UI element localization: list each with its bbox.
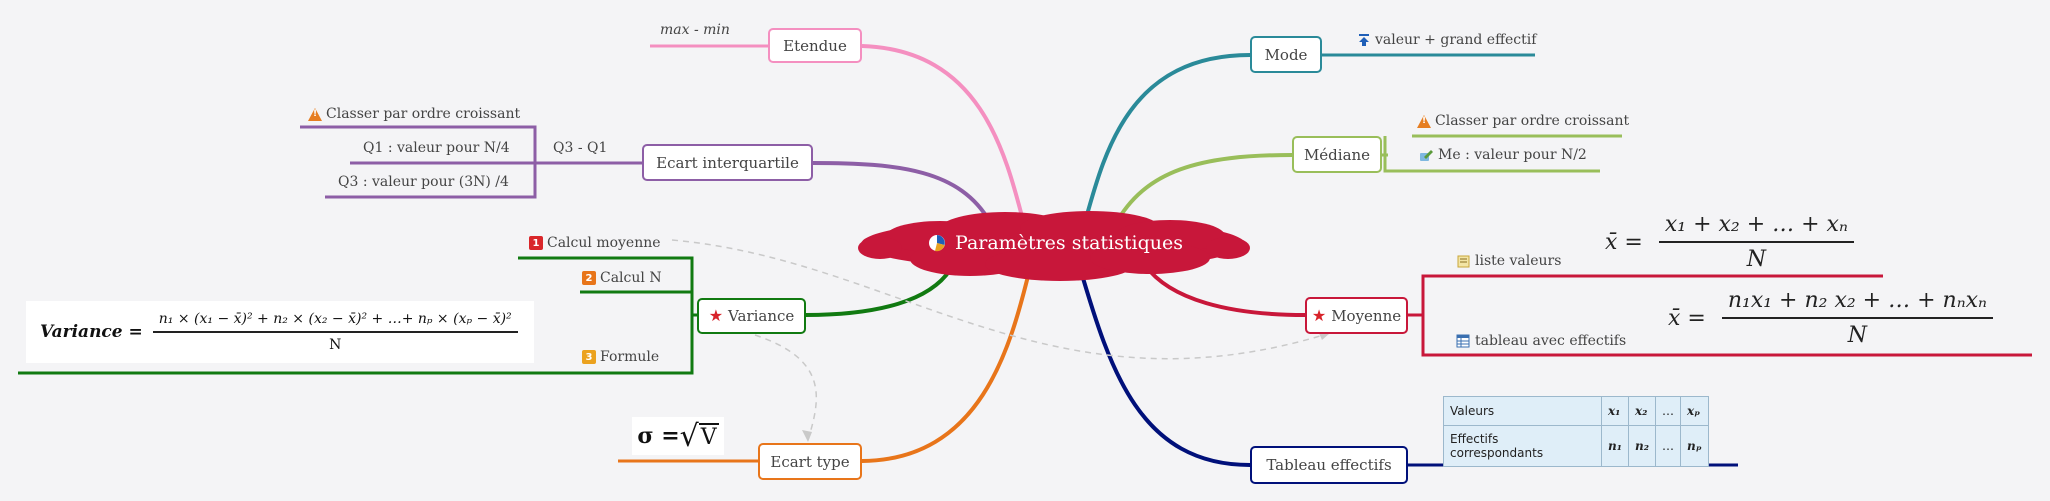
node-variance[interactable]: ★ Variance (697, 298, 806, 334)
arrow-up-top-icon (1359, 34, 1369, 46)
branch-tableau (1078, 267, 1251, 467)
variance-step-1-text: Calcul moyenne (547, 235, 661, 251)
node-mediane-label: Médiane (1303, 145, 1371, 164)
bracket-mediane (1383, 136, 1600, 173)
moyenne-formula-2: x̄ = n₁x₁ + n₂ x₂ + … + nₙxₙ N (1668, 288, 1993, 348)
variance-formula-numerator: n₁ × (x₁ − x̄)² + n₂ × (x₂ − x̄)² + …+ n… (152, 311, 518, 333)
etendue-formula: max - min (660, 22, 730, 38)
ecart-iq-hint: Classer par ordre croissant (308, 106, 520, 122)
node-tableau-effectifs[interactable]: Tableau effectifs (1250, 446, 1408, 484)
ecart-type-formula-radicand: V (698, 422, 719, 450)
table-cell: Valeurs (1443, 396, 1602, 426)
warning-icon (1417, 114, 1431, 128)
effectifs-table: Valeurs x₁ x₂ … xₚ Effectifs corresponda… (1443, 396, 1709, 467)
mode-text: valeur + grand effectif (1357, 32, 1536, 48)
branch-moyenne (1143, 263, 1306, 317)
mediane-me: Me : valeur pour N/2 (1418, 147, 1587, 163)
pencil-edit-icon (1420, 150, 1433, 161)
ecart-iq-hint-text: Classer par ordre croissant (326, 106, 521, 122)
moyenne-formula-2-lhs: x̄ = (1668, 305, 1706, 331)
relation-variance-to-ecart-type (754, 334, 817, 441)
star-icon: ★ (1311, 305, 1327, 325)
node-ecart-type-label: Ecart type (770, 452, 850, 471)
variance-formula-denominator: N (329, 337, 342, 353)
moyenne-formula-2-fraction: n₁x₁ + n₂ x₂ + … + nₙxₙ N (1721, 288, 1993, 348)
moyenne-formula-2-denominator: N (1847, 323, 1868, 348)
moyenne-liste-text: liste valeurs (1475, 253, 1562, 269)
branch-etendue (861, 44, 1027, 229)
number-3-icon: 3 (582, 350, 596, 364)
number-1-icon: 1 (529, 236, 543, 250)
table-cell: x₂ (1627, 396, 1656, 426)
moyenne-formula-2-numerator: n₁x₁ + n₂ x₂ + … + nₙxₙ (1721, 288, 1993, 319)
branch-ecart-interquartile (812, 161, 992, 224)
sqrt-symbol: √ (679, 418, 699, 454)
node-ecart-interquartile[interactable]: Ecart interquartile (642, 144, 813, 181)
table-cell: x₁ (1601, 396, 1629, 426)
moyenne-formula-1-numerator: x₁ + x₂ + … + xₙ (1658, 212, 1854, 243)
variance-formula: Variance = n₁ × (x₁ − x̄)² + n₂ × (x₂ − … (26, 301, 534, 363)
relation-arrowhead-ecart-type (802, 430, 812, 442)
table-cell: nₚ (1679, 425, 1709, 467)
variance-step-2: 2 Calcul N (582, 270, 662, 286)
moyenne-tableau-text: tableau avec effectifs (1475, 333, 1627, 349)
node-moyenne-label: Moyenne (1331, 306, 1402, 325)
branch-mediane (1113, 153, 1293, 226)
node-etendue-label: Etendue (783, 36, 847, 55)
ecart-iq-q1: Q1 : valeur pour N/4 (363, 140, 510, 156)
variance-step-1: 1 Calcul moyenne (529, 235, 661, 251)
variance-step-3-text: Formule (600, 349, 660, 365)
variance-step-3: 3 Formule (582, 349, 659, 365)
node-mode-label: Mode (1264, 45, 1308, 64)
relation-calcul-moyenne-to-moyenne (671, 239, 1331, 360)
node-etendue[interactable]: Etendue (768, 28, 862, 63)
table-row: Valeurs x₁ x₂ … xₚ (1443, 396, 1709, 426)
node-moyenne[interactable]: ★ Moyenne (1305, 297, 1408, 334)
node-ecart-type[interactable]: Ecart type (758, 443, 862, 480)
number-2-icon: 2 (582, 271, 596, 285)
variance-formula-label: Variance = (40, 322, 143, 342)
moyenne-formula-1-fraction: x₁ + x₂ + … + xₙ N (1658, 212, 1854, 272)
ecart-iq-q3: Q3 : valeur pour (3N) /4 (338, 174, 509, 190)
pie-chart-icon (929, 235, 946, 252)
mode-text-label: valeur + grand effectif (1375, 32, 1537, 48)
table-cell: xₚ (1679, 396, 1709, 426)
central-topic[interactable]: Paramètres statistiques (905, 226, 1205, 260)
table-grid-icon (1456, 334, 1470, 348)
branch-variance (805, 268, 952, 317)
branch-ecart-type (861, 267, 1032, 463)
moyenne-tableau: tableau avec effectifs (1455, 333, 1626, 349)
node-mediane[interactable]: Médiane (1292, 136, 1382, 173)
moyenne-formula-1-denominator: N (1746, 247, 1766, 272)
mediane-me-text: Me : valeur pour N/2 (1438, 147, 1587, 163)
variance-formula-fraction: n₁ × (x₁ − x̄)² + n₂ × (x₂ − x̄)² + …+ n… (152, 311, 518, 353)
ecart-type-formula-lhs: σ = (637, 423, 680, 449)
branch-mode (1083, 53, 1251, 223)
list-values-icon (1457, 255, 1470, 268)
table-row: Effectifs correspondants n₁ n₂ … nₚ (1443, 425, 1709, 467)
ecart-iq-subtitle: Q3 - Q1 (553, 140, 608, 156)
moyenne-formula-1: x̄ = x₁ + x₂ + … + xₙ N (1605, 212, 1854, 272)
table-cell: Effectifs correspondants (1443, 425, 1602, 467)
moyenne-liste: liste valeurs (1455, 253, 1561, 269)
central-topic-label: Paramètres statistiques (955, 232, 1183, 254)
table-cell: … (1654, 396, 1681, 426)
node-mode[interactable]: Mode (1250, 36, 1322, 73)
table-cell: … (1654, 425, 1681, 467)
central-cloud (858, 211, 1250, 281)
mediane-hint-text: Classer par ordre croissant (1435, 113, 1630, 129)
table-cell: n₁ (1601, 425, 1629, 467)
moyenne-formula-1-lhs: x̄ = (1605, 229, 1643, 255)
node-ecart-iq-label: Ecart interquartile (656, 153, 799, 172)
node-tableau-label: Tableau effectifs (1266, 456, 1392, 474)
mediane-hint: Classer par ordre croissant (1417, 113, 1629, 129)
warning-icon (308, 107, 322, 121)
variance-step-2-text: Calcul N (600, 270, 662, 286)
star-icon: ★ (708, 306, 724, 325)
table-cell: n₂ (1627, 425, 1656, 467)
node-variance-label: Variance (728, 307, 795, 325)
ecart-type-formula: σ = √V (632, 417, 724, 455)
